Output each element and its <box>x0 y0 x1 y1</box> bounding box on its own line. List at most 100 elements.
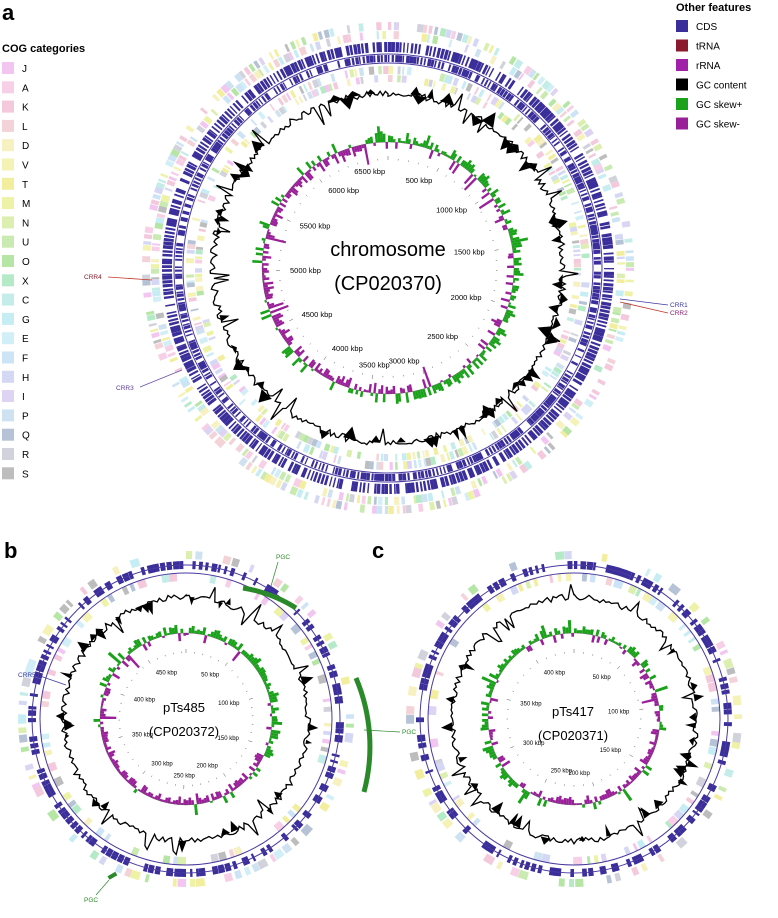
a-feature <box>398 473 403 481</box>
a-feature <box>569 109 580 119</box>
c-gc-skew-bar <box>492 755 498 760</box>
a-feature <box>211 167 220 174</box>
a-feature <box>393 31 400 40</box>
c-gc-skew-bar <box>647 748 654 754</box>
a-feature <box>264 92 271 101</box>
a-feature <box>428 25 433 34</box>
a-feature <box>230 423 240 432</box>
b-gc-skew-bar <box>154 795 159 800</box>
b-gc-skew-bar <box>137 788 141 792</box>
a-feature <box>178 306 187 312</box>
b-tick-mark <box>142 770 146 775</box>
a-feature <box>551 102 562 113</box>
a-gc-skew-bar <box>503 316 509 321</box>
a-feature <box>202 391 213 400</box>
c-feature <box>634 588 642 597</box>
a-feature <box>401 496 406 505</box>
b-feature <box>81 611 93 623</box>
cog-label-m: M <box>22 199 30 210</box>
a-gc-skew-bar <box>376 126 381 143</box>
a-gc-skew-bar <box>466 163 473 171</box>
c-gc-skew-bar <box>553 628 558 636</box>
a-tick-mark <box>445 175 447 177</box>
c-feature <box>644 568 652 577</box>
b-gc-peak <box>145 601 153 616</box>
a-feature <box>534 424 544 435</box>
ptS485-accession: (CP020372) <box>149 724 219 739</box>
a-feature <box>329 28 335 37</box>
a-gc-skew-bar <box>422 140 427 148</box>
a-feature <box>148 322 157 327</box>
a-gc-skew-bar <box>358 386 362 392</box>
c-feature <box>428 705 437 716</box>
a-feature <box>269 74 276 85</box>
a-feature <box>306 469 312 480</box>
a-feature <box>323 29 331 39</box>
a-gc-skew-bar <box>471 360 480 370</box>
b-band-0 <box>18 551 354 887</box>
a-gc-skew-bar <box>276 206 284 212</box>
b-gc-skew-bar <box>107 750 116 756</box>
c-tick-mark <box>517 682 519 684</box>
a-gc-peak <box>214 216 221 226</box>
b-gc-skew-bar <box>101 734 108 738</box>
a-feature <box>200 188 210 195</box>
a-gc-skew-bar <box>513 257 522 261</box>
a-feature <box>573 258 581 264</box>
b-gc-skew-bar <box>99 682 108 688</box>
b-feature <box>107 593 116 603</box>
a-feature <box>233 379 241 386</box>
a-feature <box>458 471 465 482</box>
a-feature <box>533 134 543 144</box>
a-feature <box>280 457 288 469</box>
a-feature <box>551 138 558 144</box>
a-gc-skew-bar <box>412 391 417 400</box>
a-gc-skew-bar <box>356 145 360 152</box>
a-feature <box>181 354 192 363</box>
a-feature <box>393 22 400 31</box>
a-feature <box>289 41 297 50</box>
a-feature <box>190 344 198 351</box>
a-gc-skew-bar <box>284 349 294 359</box>
a-gc-skew-bar <box>367 137 371 144</box>
a-feature <box>571 201 580 206</box>
a-feature <box>388 66 394 75</box>
a-feature <box>524 108 531 115</box>
b-tick-mark <box>147 659 151 664</box>
a-feature <box>592 285 601 290</box>
a-gc-skew-bar <box>419 142 424 147</box>
a-feature <box>197 235 205 242</box>
b-feature <box>195 878 206 887</box>
a-feature <box>185 333 193 337</box>
b-feature <box>317 673 328 685</box>
a-feature <box>542 126 550 134</box>
a-feature <box>562 100 571 109</box>
b-gc-peak <box>64 718 73 729</box>
c-gc-skew-bar <box>516 647 522 653</box>
a-feature <box>308 446 315 456</box>
b-gc-skew-bar <box>183 633 186 636</box>
b-tick-mark <box>127 751 129 753</box>
b-gc-peak <box>178 840 187 853</box>
a-feature <box>298 46 308 56</box>
a-feature <box>187 193 195 199</box>
a-feature <box>407 472 410 481</box>
b-gc-skew-bar <box>127 777 134 784</box>
a-feature <box>191 152 203 162</box>
a-feature <box>558 190 567 197</box>
a-feature <box>508 56 517 66</box>
c-feature <box>495 592 506 603</box>
a-feature <box>350 481 355 492</box>
a-feature <box>601 233 612 238</box>
c-gc-skew-bar <box>517 790 528 804</box>
a-feature <box>243 66 252 76</box>
a-gc-skew-bar <box>478 175 487 183</box>
b-gc-skew-bar <box>195 793 200 805</box>
a-feature <box>505 473 513 482</box>
a-feature <box>586 209 594 214</box>
a-feature <box>158 178 167 184</box>
b-feature <box>42 742 51 748</box>
a-feature <box>194 324 204 331</box>
a-feature <box>391 55 394 63</box>
a-feature <box>544 366 552 373</box>
